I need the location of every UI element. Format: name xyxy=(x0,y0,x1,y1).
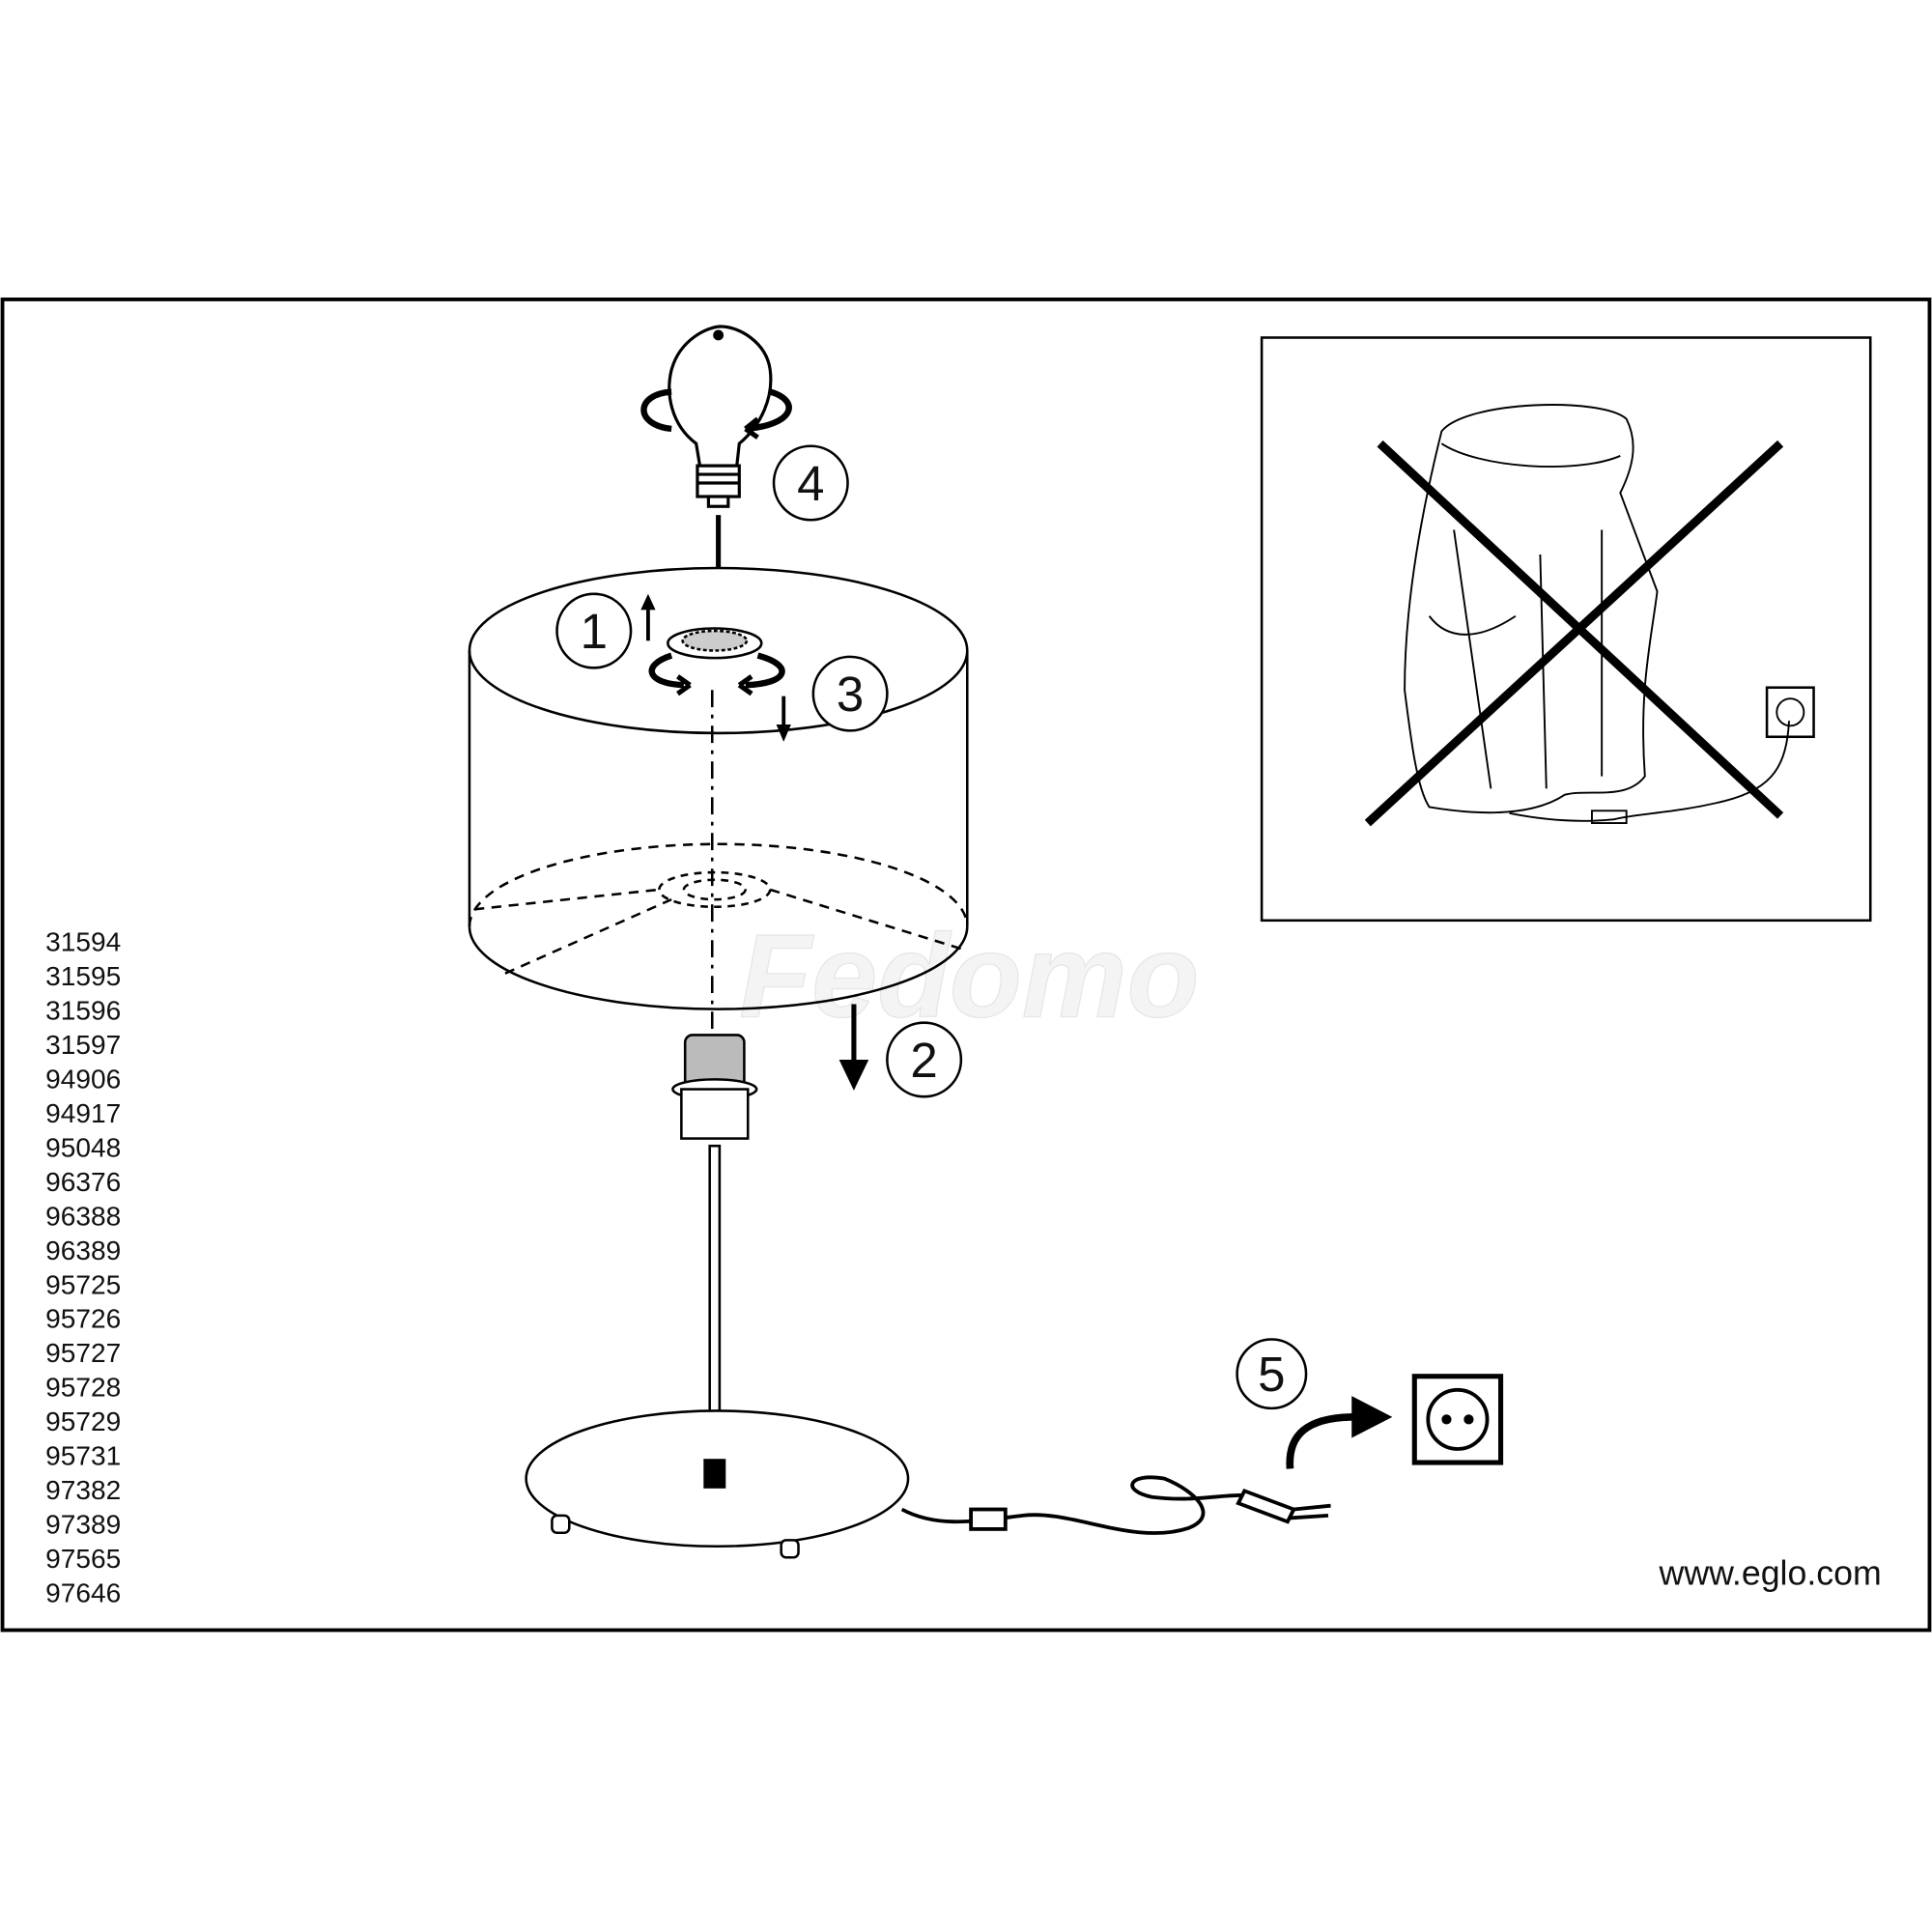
part-number: 94906 xyxy=(45,1065,121,1094)
step-1-badge xyxy=(555,592,633,669)
watermark: Fedomo xyxy=(739,909,1199,1041)
part-number: 97382 xyxy=(45,1475,121,1505)
part-number: 94917 xyxy=(45,1098,121,1128)
page-frame xyxy=(0,298,1932,1633)
step-5-badge xyxy=(1236,1338,1308,1410)
step-2-label: 2 xyxy=(910,1033,937,1088)
part-number: 95725 xyxy=(45,1269,121,1299)
part-number: 95731 xyxy=(45,1441,121,1471)
curved-arrow-icon xyxy=(1286,1413,1356,1469)
part-number: 95729 xyxy=(45,1406,121,1436)
part-number-list: 31594 31595 31596 31597 94906 94917 95048 96376… xyxy=(45,927,121,1608)
arrow-down-icon xyxy=(838,1059,869,1091)
part-number: 95726 xyxy=(45,1304,121,1334)
part-number: 97646 xyxy=(45,1577,121,1607)
part-number: 31594 xyxy=(45,927,121,957)
do-not-cover-warning xyxy=(1260,336,1872,923)
step-2-badge xyxy=(886,1021,963,1098)
part-number: 95727 xyxy=(45,1338,121,1368)
step-1-label: 1 xyxy=(581,604,608,659)
step-5-label: 5 xyxy=(1258,1347,1285,1402)
part-number: 31596 xyxy=(45,996,121,1026)
website-url[interactable]: www.eglo.com xyxy=(1659,1553,1882,1592)
step-4-badge xyxy=(772,444,849,522)
step-4-label: 4 xyxy=(797,456,824,511)
part-number: 96376 xyxy=(45,1167,121,1197)
ring-nut-icon xyxy=(648,627,785,696)
light-bulb-icon xyxy=(640,325,792,508)
part-number: 97565 xyxy=(45,1544,121,1574)
step-3-label: 3 xyxy=(837,667,864,722)
part-number: 97389 xyxy=(45,1510,121,1540)
part-number: 95048 xyxy=(45,1132,121,1162)
arrow-up-icon xyxy=(640,593,656,611)
part-number: 31595 xyxy=(45,961,121,991)
wall-outlet-icon xyxy=(1411,1374,1504,1465)
part-number: 31597 xyxy=(45,1030,121,1060)
lamp-body xyxy=(525,1034,910,1559)
part-number: 95728 xyxy=(45,1373,121,1403)
power-cord xyxy=(900,1475,1331,1535)
step-3-badge xyxy=(811,655,889,732)
part-number: 96388 xyxy=(45,1201,121,1231)
part-number: 96389 xyxy=(45,1236,121,1265)
arrow-down-icon xyxy=(776,724,791,742)
